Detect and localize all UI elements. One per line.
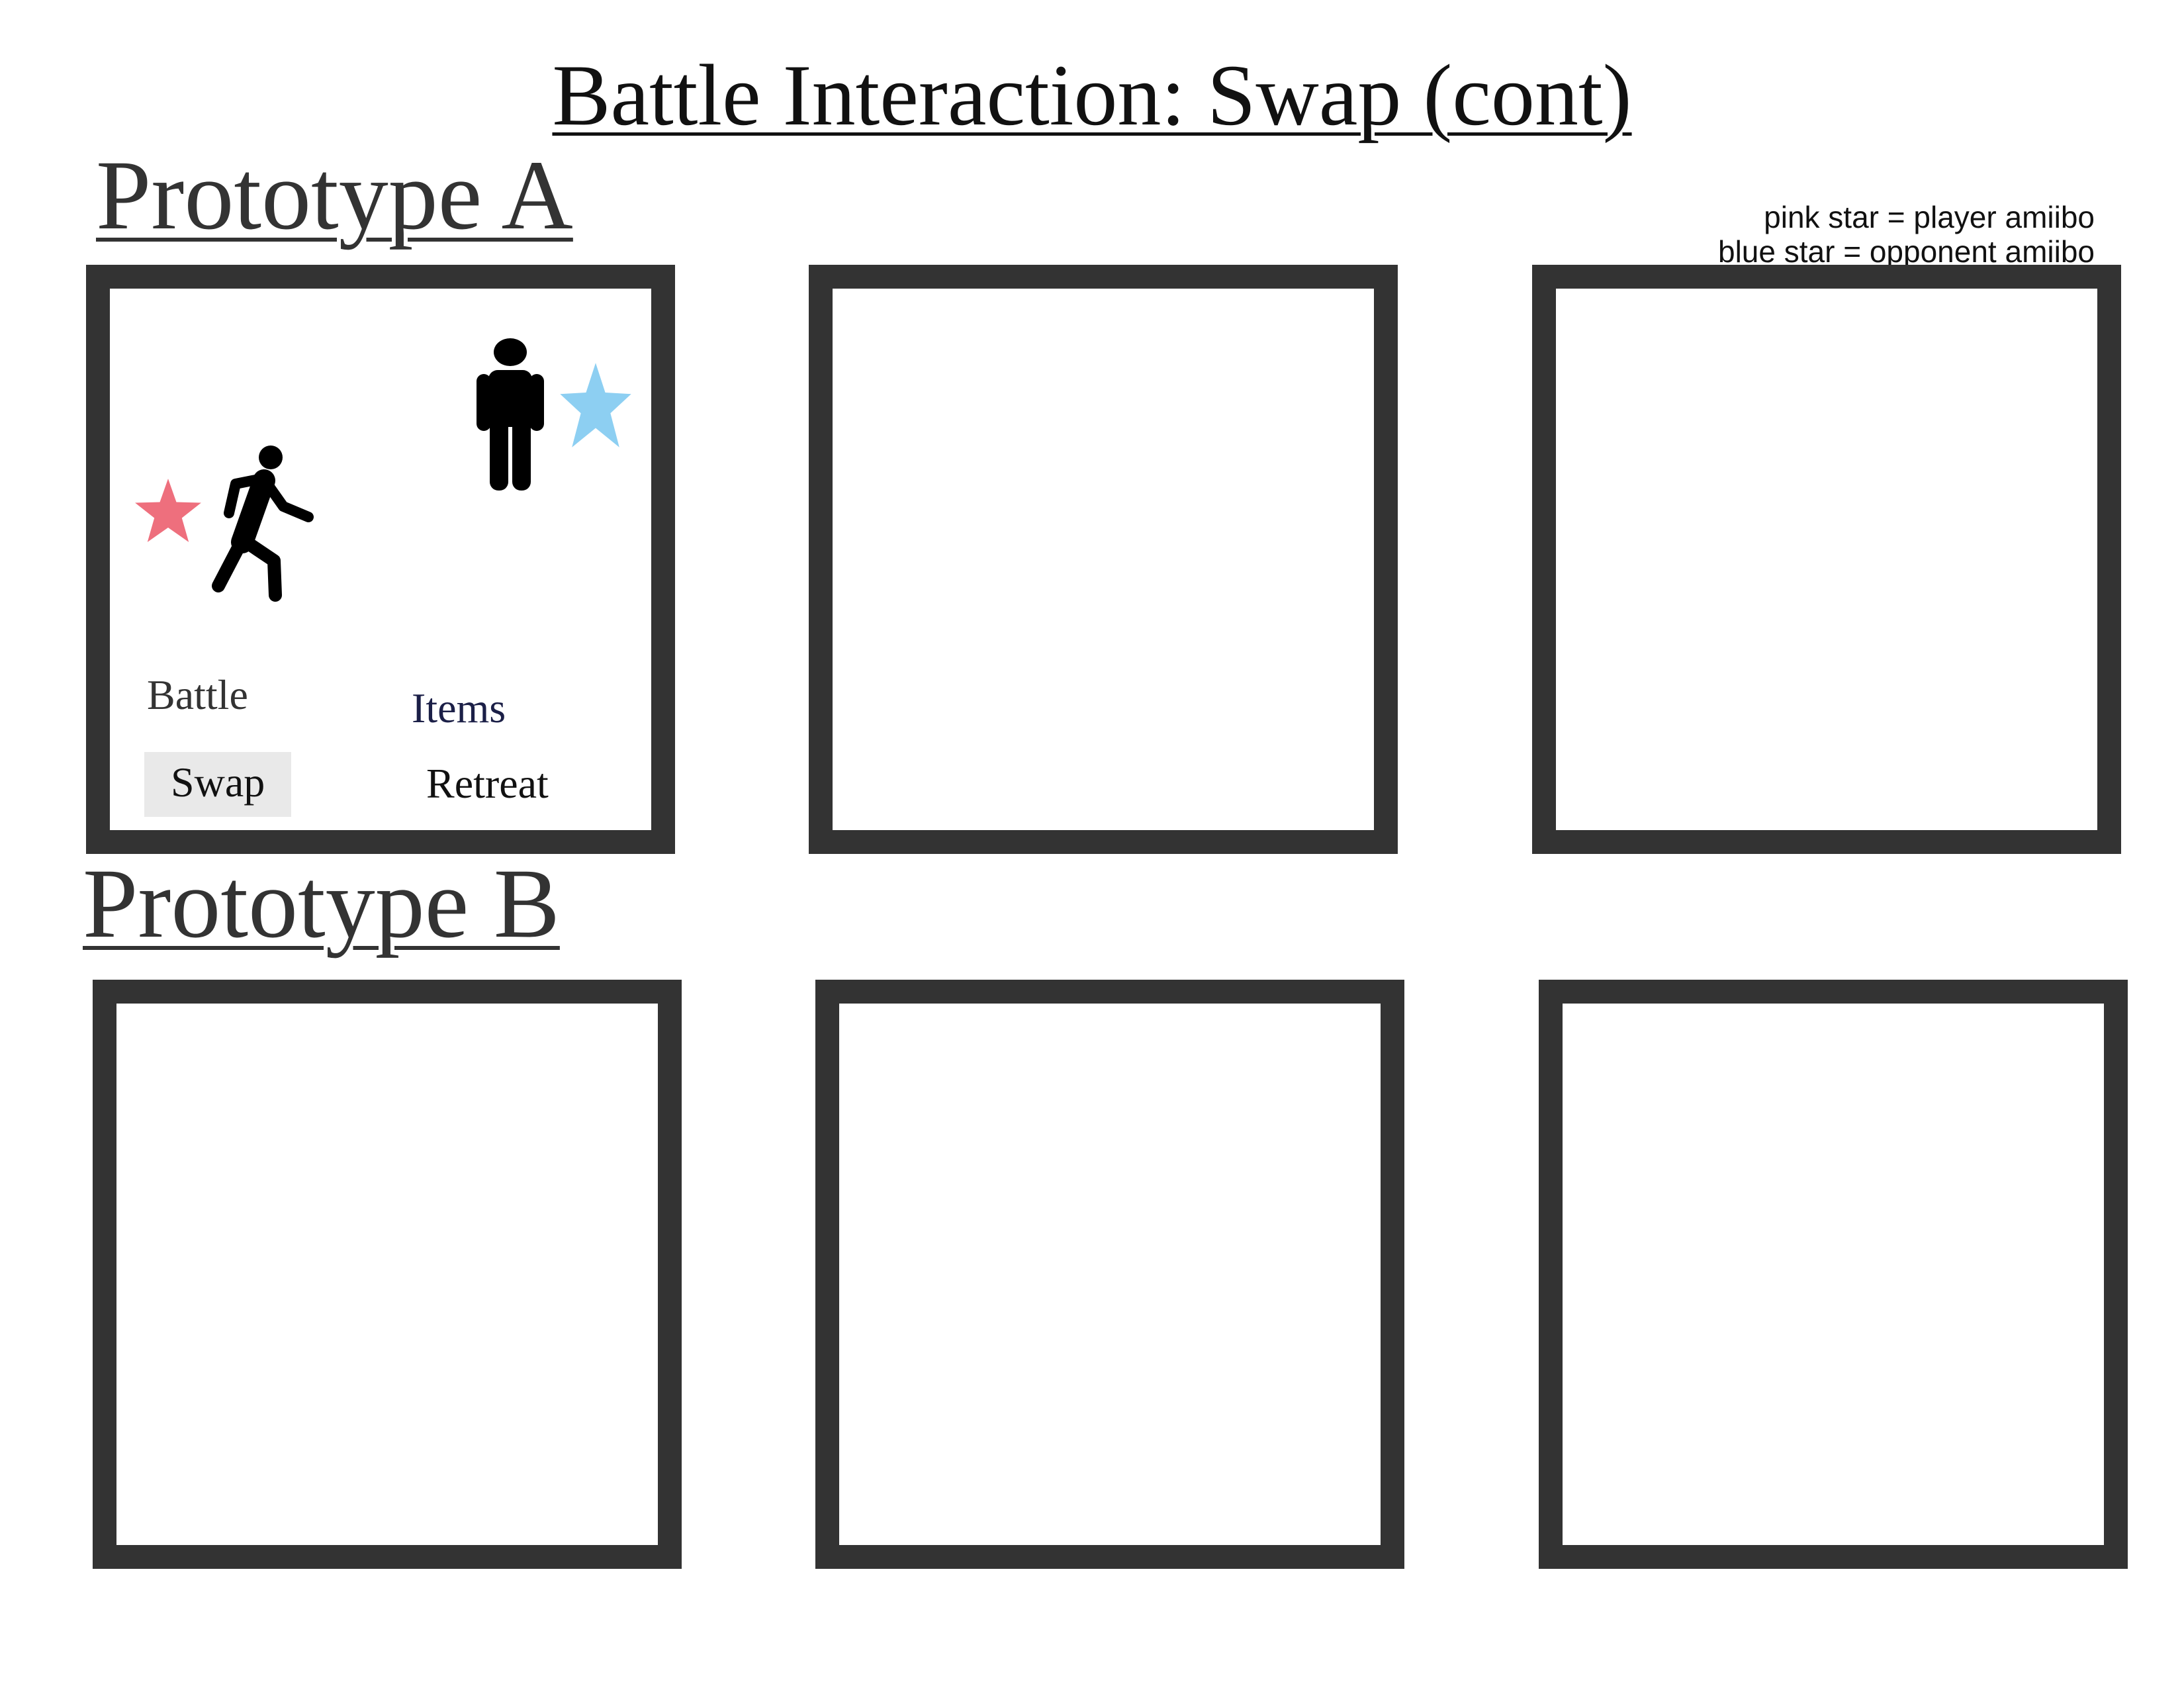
prototype-a-frame-1: Battle Items Swap Retreat [86,265,675,854]
swap-option-label: Swap [171,759,265,806]
blue-star-icon [560,363,631,447]
prototype-a-frame-3 [1532,265,2121,854]
retreat-option[interactable]: Retreat [426,760,549,807]
walking-person-icon [212,445,314,602]
page-title-text: Battle Interaction: Swap (cont) [552,46,1632,144]
prototype-b-frame-3 [1539,980,2128,1569]
battle-option[interactable]: Battle [147,671,248,718]
prototype-a-heading: Prototype A [96,140,573,250]
page-title: Battle Interaction: Swap (cont) [0,52,2184,139]
legend-blue-star: blue star = opponent amiibo [1717,234,2095,269]
prototype-a-frame-2 [809,265,1398,854]
items-option[interactable]: Items [412,684,506,731]
swap-option[interactable]: Swap [144,752,291,817]
prototype-b-frame-1 [93,980,682,1569]
standing-person-icon [477,338,544,491]
legend-pink-star: pink star = player amiibo [1764,200,2095,234]
prototype-b-heading: Prototype B [83,849,560,959]
pink-star-icon [135,479,201,542]
prototype-b-frame-2 [815,980,1404,1569]
legend: pink star = player amiibo blue star = op… [1718,200,2095,269]
